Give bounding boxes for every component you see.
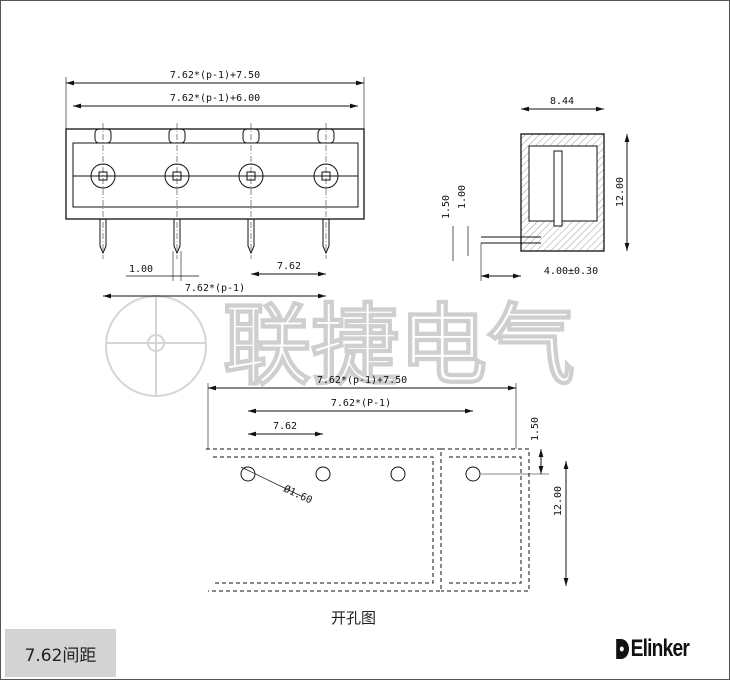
dim-pin-dia: 1.00 bbox=[129, 264, 153, 275]
dim-width: 8.44 bbox=[550, 96, 574, 107]
dim-pitch: 7.62 bbox=[277, 261, 301, 272]
dim-height: 12.00 bbox=[615, 177, 626, 207]
hole-dim-overall: 7.62*(p-1)+7.50 bbox=[317, 375, 407, 386]
hole-dim-height: 12.00 bbox=[553, 486, 564, 516]
hole-pattern-caption: 开孔图 bbox=[331, 609, 377, 627]
terminal-2 bbox=[164, 123, 190, 259]
terminal-1 bbox=[90, 123, 116, 259]
side-view: 8.44 12.00 4.00±0.30 1.50 1.00 bbox=[441, 96, 630, 281]
hole-pattern: 7.62*(p-1)+7.50 7.62*(P-1) 7.62 1.50 12.… bbox=[206, 375, 569, 592]
dim-overall: 7.62*(p-1)+7.50 bbox=[170, 70, 260, 81]
watermark-text: 联捷电气 bbox=[223, 294, 575, 397]
hole-dim-diameter: Ø1.60 bbox=[282, 483, 314, 507]
front-view: 7.62*(p-1)+7.50 7.62*(p-1)+6.00 1.00 7.6… bbox=[65, 70, 365, 299]
dim-pin-length: 4.00±0.30 bbox=[544, 266, 598, 277]
hole-dim-pitch: 7.62 bbox=[273, 421, 297, 432]
brand-logo: Elinker bbox=[613, 635, 690, 663]
brand-name: Elinker bbox=[630, 635, 690, 662]
terminal-3 bbox=[238, 123, 264, 259]
hole-dim-offset: 1.50 bbox=[530, 417, 541, 441]
dim-b: 1.00 bbox=[457, 185, 468, 209]
hole-4 bbox=[465, 466, 481, 482]
pitch-label: 7.62间距 bbox=[5, 629, 116, 677]
hole-1 bbox=[240, 466, 256, 482]
dim-inner: 7.62*(p-1)+6.00 bbox=[170, 93, 260, 104]
terminal-4 bbox=[313, 123, 339, 259]
hole-dim-span: 7.62*(P-1) bbox=[331, 398, 391, 409]
brand-logo-icon bbox=[616, 639, 629, 659]
dim-pin-span: 7.62*(p-1) bbox=[185, 283, 245, 294]
dim-a: 1.50 bbox=[441, 195, 452, 219]
watermark: 联捷电气 bbox=[105, 293, 576, 398]
hole-3 bbox=[390, 466, 406, 482]
hole-2 bbox=[315, 466, 331, 482]
